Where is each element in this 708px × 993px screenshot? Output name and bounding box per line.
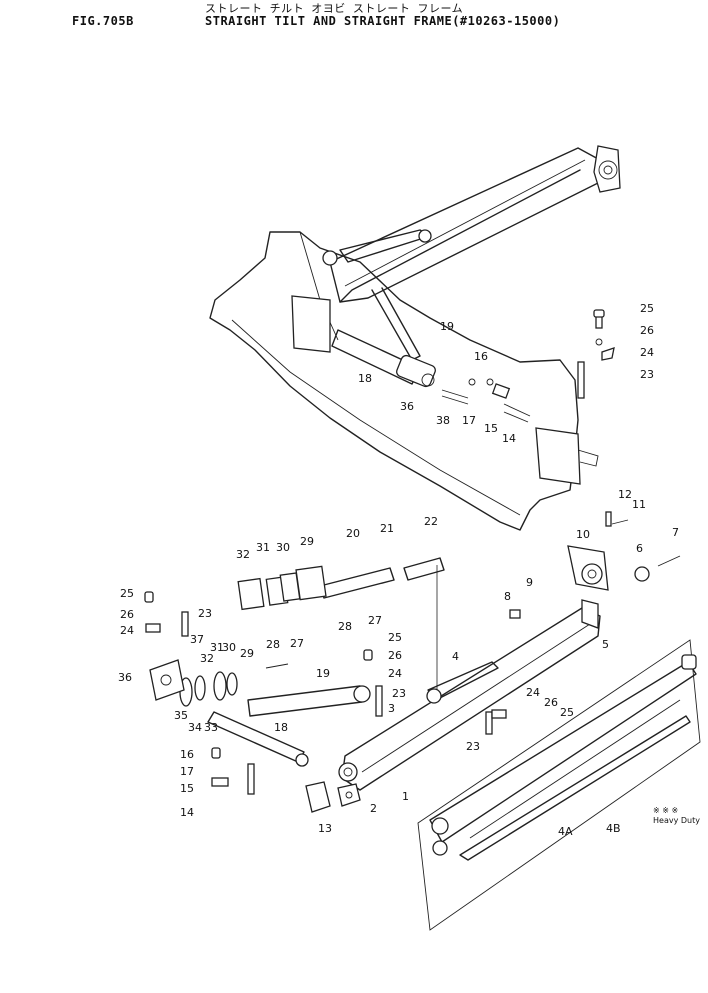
callout-1: 1: [402, 790, 409, 803]
title-english: STRAIGHT TILT AND STRAIGHT FRAME(#10263-…: [205, 14, 561, 28]
callout-23: 23: [198, 607, 212, 620]
callout-7: 7: [672, 526, 679, 539]
callout-2: 2: [370, 802, 377, 815]
callout-16: 16: [474, 350, 488, 363]
callout-26: 26: [120, 608, 134, 621]
callout-30: 30: [276, 541, 290, 554]
callout-20: 20: [346, 527, 360, 540]
callout-34: 34: [188, 721, 202, 734]
callout-25: 25: [640, 302, 654, 315]
callout-16: 16: [180, 748, 194, 761]
callout-36: 36: [400, 400, 414, 413]
callout-26: 26: [388, 649, 402, 662]
callout-24: 24: [120, 624, 134, 637]
callout-14: 14: [180, 806, 194, 819]
callout-28: 28: [338, 620, 352, 633]
callout-25: 25: [560, 706, 574, 719]
callout-31: 31: [210, 641, 224, 654]
callout-4a: 4A: [558, 825, 573, 838]
callout-23: 23: [466, 740, 480, 753]
callout-22: 22: [424, 515, 438, 528]
callout-17: 17: [180, 765, 194, 778]
heavy-duty-label: Heavy Duty: [653, 816, 700, 825]
callout-38: 38: [436, 414, 450, 427]
callout-21: 21: [380, 522, 394, 535]
callout-26: 26: [640, 324, 654, 337]
callout-27: 27: [290, 637, 304, 650]
frame-assembly: [144, 511, 701, 931]
heavy-duty-marks: ※ ※ ※: [653, 806, 679, 815]
callout-28: 28: [266, 638, 280, 651]
callout-3: 3: [388, 702, 395, 715]
figure-id: FIG.705B: [72, 14, 134, 28]
callout-35: 35: [174, 709, 188, 722]
callout-33: 33: [204, 721, 218, 734]
callout-30: 30: [222, 641, 236, 654]
callout-19: 19: [316, 667, 330, 680]
callout-23: 23: [640, 368, 654, 381]
callout-5: 5: [602, 638, 609, 651]
callout-15: 15: [180, 782, 194, 795]
callout-6: 6: [636, 542, 643, 555]
heavy-duty-note: ※ ※ ※ Heavy Duty: [653, 806, 700, 826]
callout-17: 17: [462, 414, 476, 427]
callout-25: 25: [120, 587, 134, 600]
callout-10: 10: [576, 528, 590, 541]
callout-11: 11: [632, 498, 646, 511]
callout-32: 32: [236, 548, 250, 561]
callout-29: 29: [300, 535, 314, 548]
callout-29: 29: [240, 647, 254, 660]
callout-26: 26: [544, 696, 558, 709]
callout-15: 15: [484, 422, 498, 435]
callout-13: 13: [318, 822, 332, 835]
callout-12: 12: [618, 488, 632, 501]
callout-27: 27: [368, 614, 382, 627]
callout-37: 37: [190, 633, 204, 646]
callout-14: 14: [502, 432, 516, 445]
callout-24: 24: [640, 346, 654, 359]
callout-18: 18: [274, 721, 288, 734]
callout-19: 19: [440, 320, 454, 333]
callout-4b: 4B: [606, 822, 621, 835]
callout-31: 31: [256, 541, 270, 554]
title-japanese: ストレート チルト オヨビ ストレート フレーム: [205, 2, 464, 15]
callout-36: 36: [118, 671, 132, 684]
callout-18: 18: [358, 372, 372, 385]
callout-23: 23: [392, 687, 406, 700]
callout-4: 4: [452, 650, 459, 663]
callout-8: 8: [504, 590, 511, 603]
callout-9: 9: [526, 576, 533, 589]
callout-25: 25: [388, 631, 402, 644]
callout-24: 24: [388, 667, 402, 680]
blade-assembly: [209, 145, 621, 531]
callout-24: 24: [526, 686, 540, 699]
callout-32: 32: [200, 652, 214, 665]
